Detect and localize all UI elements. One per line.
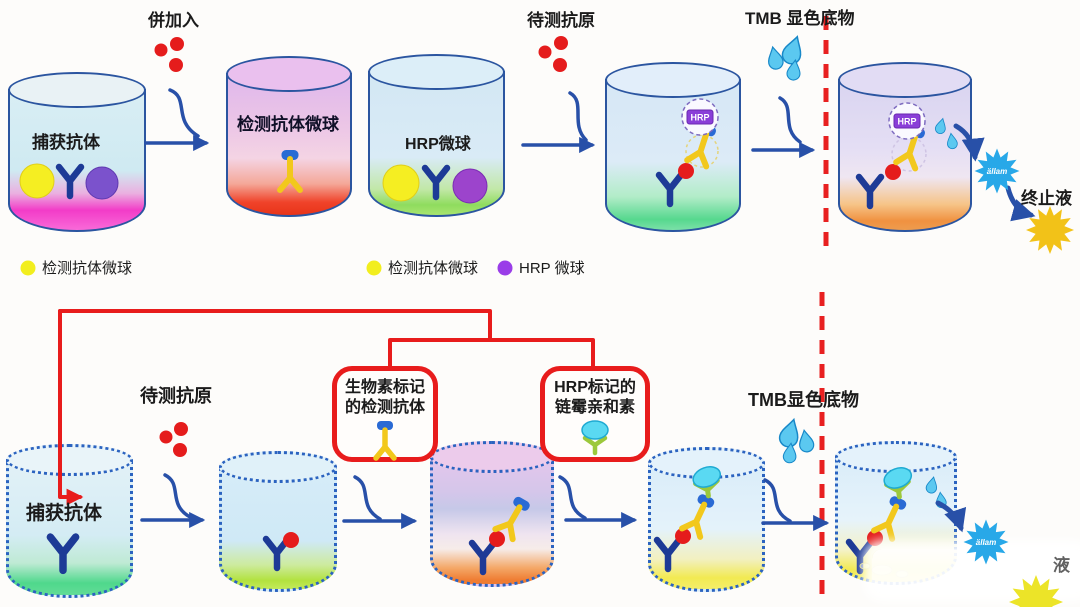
step-label-add-together: 併加入	[148, 11, 199, 30]
streptavidin-hrp-icon	[581, 420, 609, 456]
yellow-result-burst-top	[1026, 206, 1074, 254]
curved-pour-arrow	[763, 478, 792, 523]
callout-biotin-detection-antibody: 生物素标记 的检测抗体	[332, 366, 438, 462]
beaker-body	[219, 466, 337, 592]
faded-stop-label-character: 液	[1053, 556, 1070, 575]
tmb-droplets-bottom	[776, 416, 816, 464]
beaker-body	[6, 459, 133, 598]
beaker-mouth	[226, 56, 352, 92]
beaker-body	[648, 462, 765, 592]
beaker-mouth	[430, 441, 554, 473]
beaker-body	[838, 79, 972, 232]
callout-line2: 的检测抗体	[344, 399, 425, 416]
beaker-mouth	[368, 54, 505, 90]
legend-label: 检测抗体微球	[42, 260, 133, 277]
legend-item-detection-microsphere-1: 检测抗体微球	[20, 257, 132, 278]
beaker-bottom-streptavidin-hrp	[648, 447, 765, 592]
beaker-body	[430, 456, 554, 587]
curved-pour-arrow	[168, 88, 200, 138]
callout-line1: HRP标记的	[554, 379, 636, 396]
legend-dot-purple	[497, 260, 513, 275]
beaker-mouth	[8, 72, 146, 108]
curved-pour-arrow	[353, 475, 382, 521]
added-microsphere-dots	[154, 37, 184, 72]
beaker-bottom-detection-antibody	[430, 441, 554, 587]
step-label-antigen-top: 待测抗原	[527, 11, 595, 30]
legend-dot-yellow	[20, 260, 36, 275]
burst-text: ällam	[987, 167, 1007, 176]
beaker-bottom-antigen-bound	[219, 451, 337, 592]
legend-item-detection-microsphere-2: 检测抗体微球	[366, 257, 478, 278]
callout-hrp-streptavidin: HRP标记的 链霉亲和素	[540, 366, 650, 462]
legend-label: HRP 微球	[519, 260, 585, 277]
beaker-label-capture-antibody-top: 捕获抗体	[32, 133, 100, 152]
white-blur-patch	[872, 549, 1080, 593]
beaker-top-capture-antibody	[8, 72, 146, 232]
antigen-dots-top	[538, 36, 568, 72]
beaker-mouth	[605, 62, 741, 98]
legend-dot-yellow	[366, 260, 382, 275]
beaker-label-hrp-microsphere: HRP微球	[405, 136, 471, 153]
step-label-tmb-top: TMB 显色底物	[745, 9, 855, 28]
curved-pour-arrow	[558, 475, 587, 520]
beaker-top-color-reaction	[838, 62, 972, 232]
legend-label: 检测抗体微球	[388, 260, 479, 277]
beaker-mouth	[648, 447, 765, 479]
step-label-antigen-bottom: 待测抗原	[140, 386, 212, 406]
biotin-antibody-icon	[373, 421, 397, 461]
beaker-body	[8, 89, 146, 232]
beaker-mouth	[838, 62, 972, 98]
stop-solution-label: 终止液	[1021, 189, 1072, 208]
burst-text: ällam	[976, 538, 996, 547]
blue-result-burst-top: ällam	[974, 148, 1020, 194]
curved-pour-arrow	[163, 473, 192, 519]
beaker-body	[605, 79, 741, 232]
beaker-mouth	[835, 441, 957, 473]
beaker-top-immune-complex	[605, 62, 741, 232]
legend-item-hrp-microsphere: HRP 微球	[497, 257, 585, 278]
antigen-dots-bottom	[159, 422, 188, 457]
beaker-mouth	[219, 451, 337, 483]
callout-line1: 生物素标记	[344, 379, 425, 396]
beaker-label-capture-antibody-bottom: 捕获抗体	[26, 503, 103, 524]
beaker-label-detection-microsphere: 检测抗体微球	[237, 115, 339, 134]
beaker-body	[226, 73, 352, 217]
beaker-top-detection-microsphere	[226, 56, 352, 217]
callout-line2: 链霉亲和素	[554, 399, 635, 416]
tmb-droplets-top	[765, 33, 807, 82]
curved-pour-arrow	[778, 96, 802, 144]
curved-pour-arrow	[568, 91, 588, 142]
step-label-tmb-bottom: TMB显色底物	[748, 390, 859, 410]
beaker-mouth	[6, 444, 133, 476]
